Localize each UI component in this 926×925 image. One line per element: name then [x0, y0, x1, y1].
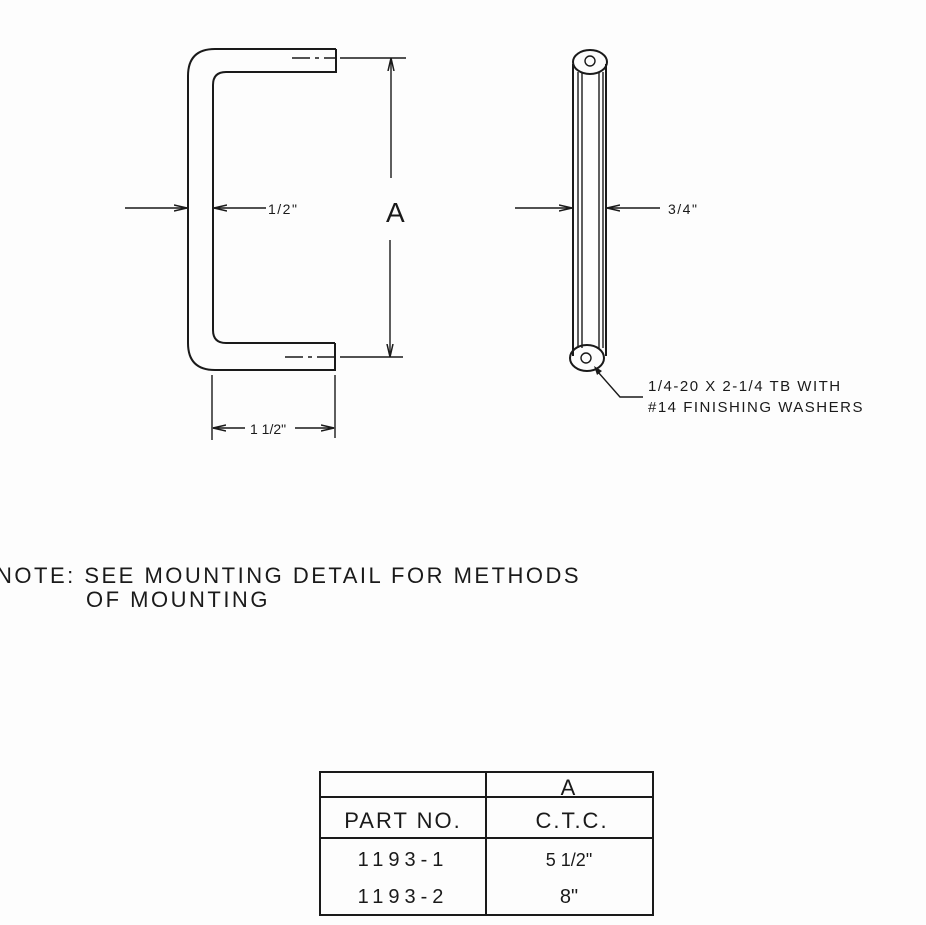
table-cell-ctc: 5 1/2": [546, 850, 592, 870]
note-line-1: NOTE: SEE MOUNTING DETAIL FOR METHODS: [0, 563, 581, 588]
table-cell-part: 1193-1: [358, 849, 449, 871]
width-dimension-label: 3/4": [668, 201, 698, 217]
table-cell-ctc: 8": [560, 886, 578, 908]
parts-table: A PART NO. C.T.C. 1193-1 5 1/2" 1193-2 8…: [319, 771, 654, 916]
height-dimension-label: A: [386, 197, 405, 228]
table-cell-part: 1193-2: [358, 886, 449, 908]
thickness-dimension-label: 1/2": [268, 201, 298, 217]
depth-dimension-label: 1 1/2": [250, 421, 286, 437]
note-line-2: OF MOUNTING: [86, 587, 270, 612]
table-group-header: A: [561, 775, 578, 800]
handle-front-view: A 1/2" 1 1/2": [125, 48, 406, 440]
handle-side-view: 3/4" 1/4-20 X 2-1/4 TB WITH #14 FINISHIN…: [515, 49, 864, 416]
table-header-part-no: PART NO.: [344, 808, 461, 833]
table-header-ctc: C.T.C.: [535, 808, 608, 833]
fastener-callout-line2: #14 FINISHING WASHERS: [648, 399, 864, 416]
fastener-callout-line1: 1/4-20 X 2-1/4 TB WITH: [648, 378, 842, 395]
